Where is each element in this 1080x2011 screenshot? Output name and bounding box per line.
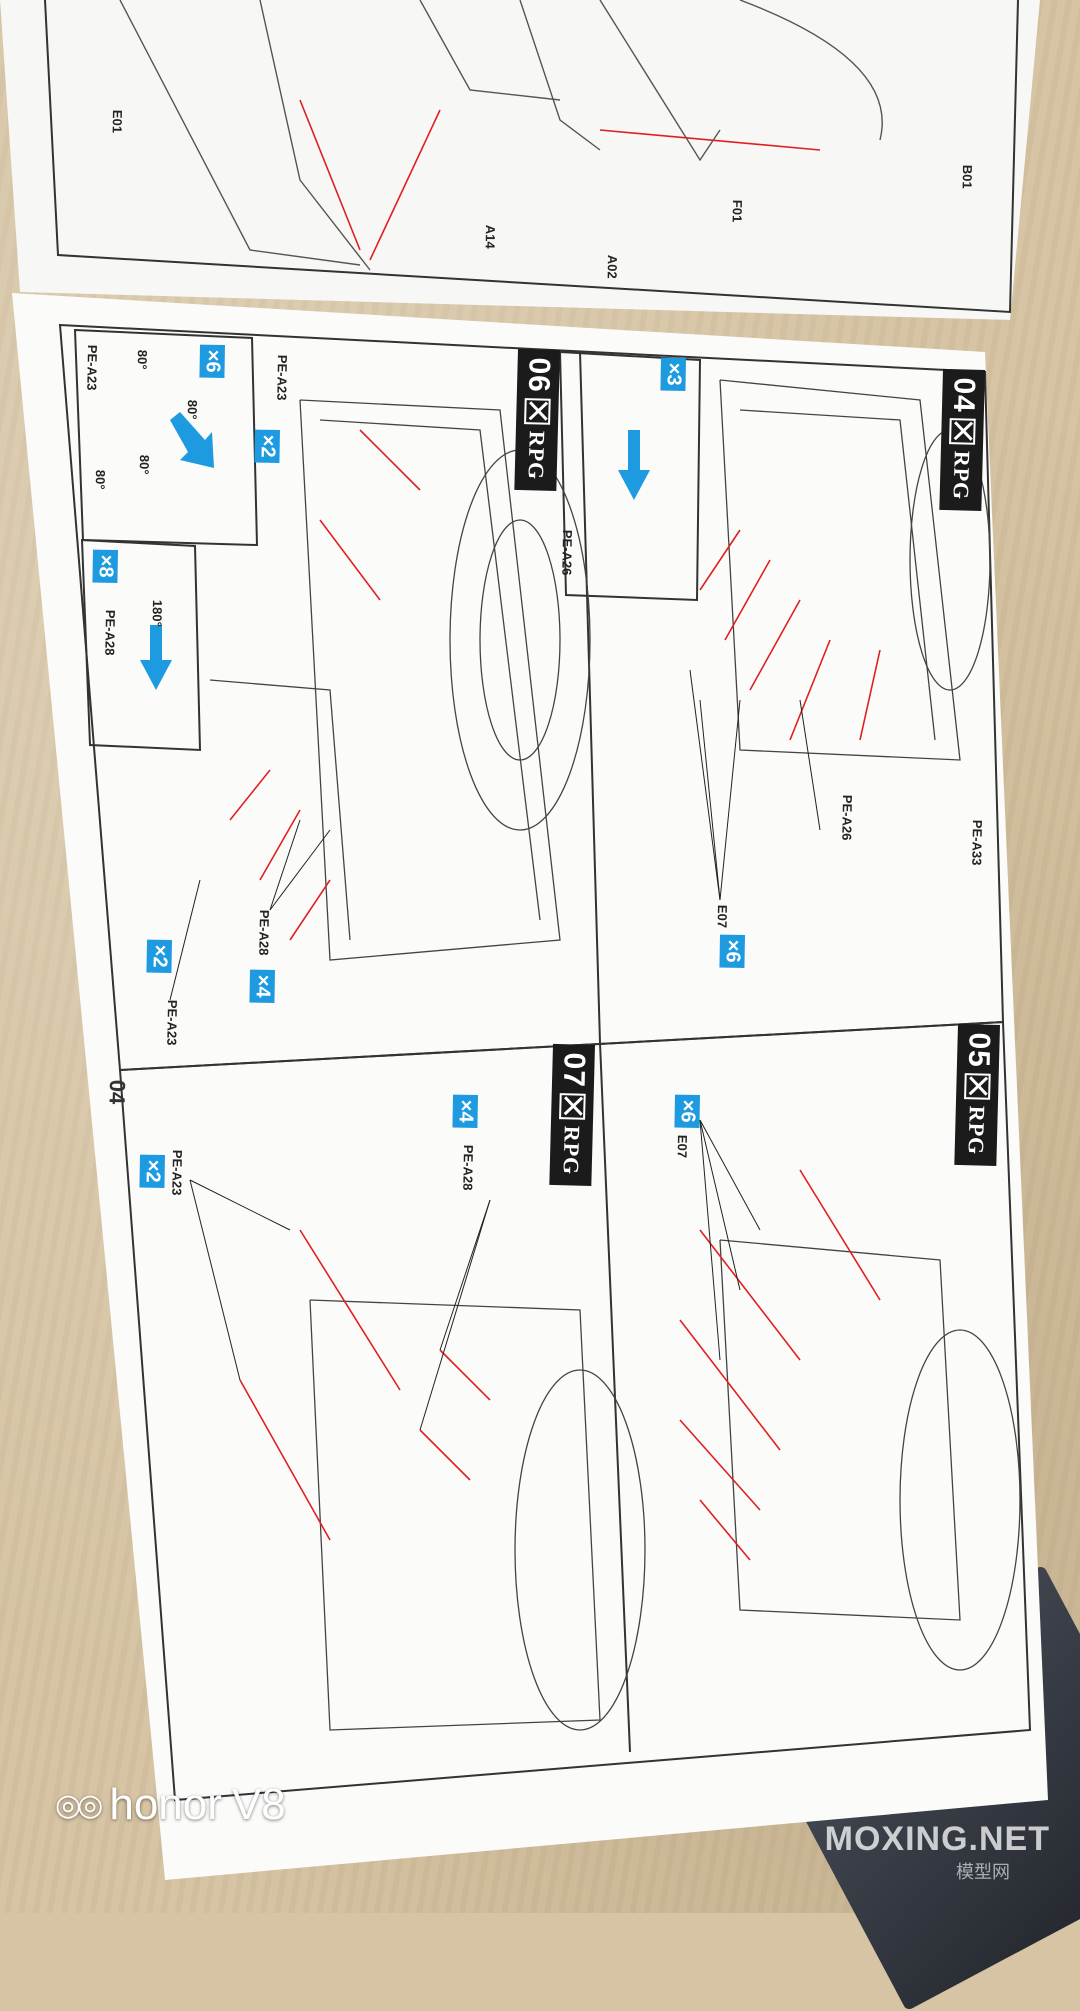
step-badge-07: 07 RPG	[549, 1043, 595, 1186]
part-label: PE-A23	[84, 344, 100, 391]
brand-x-icon	[964, 1073, 991, 1101]
angle-label: 180°	[149, 599, 165, 627]
quantity-badge: ×8	[92, 549, 118, 583]
quantity-badge: ×4	[452, 1094, 478, 1128]
step-badge-06: 06 RPG	[514, 348, 560, 491]
part-label: PE-A28	[460, 1144, 476, 1191]
part-label: B01	[959, 164, 975, 189]
part-label: PE-A26	[839, 794, 855, 841]
quantity-badge: ×4	[249, 969, 275, 1003]
part-label: PE-A33	[969, 819, 985, 866]
brand-name: RPG	[963, 1105, 990, 1156]
part-label: PE-A26	[559, 529, 575, 576]
step-number: 06	[521, 357, 556, 394]
assembly-drawings	[44, 0, 1032, 1802]
brand-name: RPG	[558, 1125, 585, 1176]
main-page	[12, 293, 1048, 1880]
camera-watermark: ◎◎ honor V8	[55, 1780, 286, 1830]
angle-label: 80°	[136, 454, 152, 475]
quantity-badge: ×3	[660, 357, 686, 391]
site-watermark: MOXING.NET	[824, 1820, 1050, 1858]
step-number: 05	[961, 1032, 996, 1069]
part-label: PE-A28	[256, 909, 272, 956]
page-number: 04	[104, 1079, 130, 1105]
angle-label: 80°	[184, 399, 200, 420]
camera-brand: honor	[109, 1780, 222, 1829]
camera-rings-icon: ◎◎	[55, 1788, 103, 1822]
angle-label: 80°	[92, 469, 108, 490]
part-label: E07	[714, 904, 730, 929]
quantity-badge: ×2	[139, 1154, 165, 1188]
quantity-badge: ×6	[199, 344, 225, 378]
angle-label: 80°	[134, 349, 150, 370]
brand-name: RPG	[523, 430, 550, 481]
brand-name: RPG	[948, 450, 975, 501]
quantity-badge: ×6	[674, 1094, 700, 1128]
part-label: A14	[482, 224, 498, 249]
part-label: F01	[729, 199, 745, 223]
quantity-badge: ×2	[254, 429, 280, 463]
part-label: PE-A28	[102, 609, 118, 656]
part-label: PE-A23	[164, 999, 180, 1046]
part-label: PE-A23	[169, 1149, 185, 1196]
blue-direction-arrows	[140, 412, 650, 690]
top-panel-lineart	[119, 0, 883, 271]
assembly-arrows	[229, 429, 881, 1561]
brand-x-icon	[524, 398, 551, 426]
machinery-lineart	[209, 379, 1021, 1731]
site-watermark-sub: 模型网	[956, 1862, 1010, 1882]
top-panel-arrows	[299, 99, 821, 261]
main-panel-frames	[58, 323, 1032, 1802]
quantity-badge: ×2	[146, 939, 172, 973]
step-number: 07	[556, 1052, 591, 1089]
brand-x-icon	[949, 418, 976, 446]
part-label: E01	[109, 109, 125, 134]
step-badge-05: 05 RPG	[954, 1023, 1000, 1166]
step-number: 04	[946, 377, 981, 414]
instruction-booklet: 04 RPG 05 RPG 06 RPG 07 RPG E01 A14 A02 …	[0, 0, 1080, 1913]
step-badge-04: 04 RPG	[939, 368, 985, 511]
part-label: E07	[674, 1134, 690, 1159]
camera-model: V8	[231, 1780, 286, 1829]
part-label: A02	[604, 254, 620, 279]
part-label: PE-A23	[274, 354, 290, 401]
top-page	[0, 0, 1040, 320]
top-panel-frame	[44, 0, 1019, 314]
quantity-badge: ×6	[719, 934, 745, 968]
leader-lines	[169, 669, 821, 1431]
brand-x-icon	[559, 1093, 586, 1121]
